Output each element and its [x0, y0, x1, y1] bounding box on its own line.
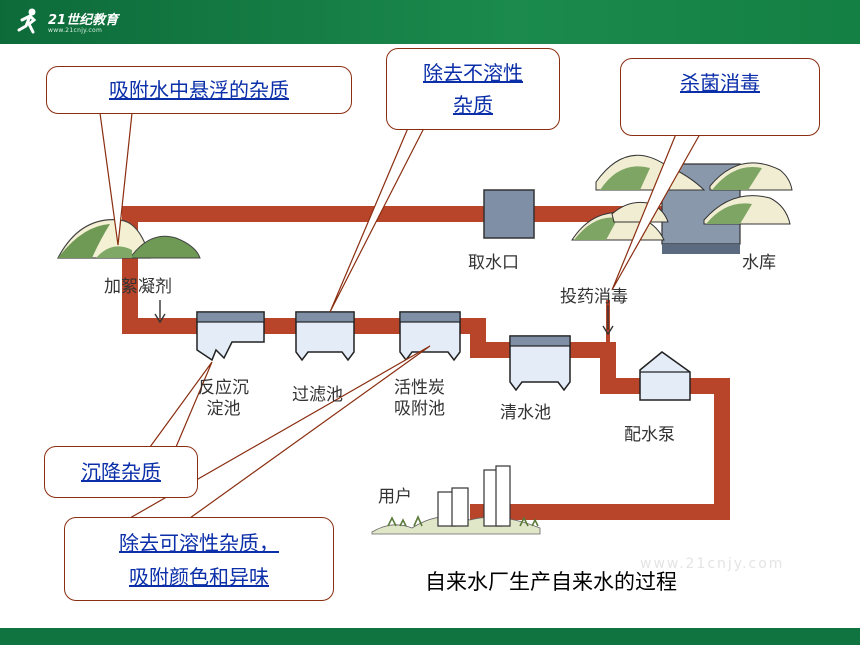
disinfect-label: 投药消毒	[560, 287, 628, 307]
callout-remove-insoluble-line1: 除去不溶性	[423, 61, 523, 85]
pointer-settle	[149, 361, 213, 448]
carbon-label: 活性炭 吸附池	[394, 378, 445, 420]
clear-water-tank	[509, 335, 571, 392]
callout-remove-insoluble-line2: 杂质	[453, 93, 493, 117]
carbon-tank	[399, 311, 461, 362]
filter-label: 过滤池	[292, 385, 343, 405]
user-buildings	[371, 465, 541, 535]
header-bar: 21世纪教育 www.21cnjy.com	[0, 0, 860, 44]
sedimentation-label-line1: 反应沉	[198, 378, 249, 398]
pump-label: 配水泵	[624, 425, 675, 445]
users-label: 用户	[378, 487, 412, 507]
footer-bar	[0, 628, 860, 645]
disinfect-arrow	[602, 305, 614, 336]
callout-settle-text: 沉降杂质	[81, 460, 161, 484]
clear-water-label: 清水池	[500, 403, 551, 423]
reservoir-label: 水库	[742, 253, 776, 273]
callout-adsorb-suspended: 吸附水中悬浮的杂质	[46, 66, 352, 114]
callout-pointers	[99, 112, 701, 519]
pump-house	[639, 351, 691, 401]
sedimentation-label-line2: 淀池	[206, 399, 241, 419]
intake-box	[483, 189, 535, 239]
pointer-adsorb-suspended	[99, 112, 133, 246]
intake-label: 取水口	[468, 253, 519, 273]
logo-text: 21世纪教育	[48, 13, 119, 28]
callout-sterilize: 杀菌消毒	[620, 58, 820, 136]
pointer-remove-insoluble	[329, 127, 425, 313]
callout-adsorb-suspended-text: 吸附水中悬浮的杂质	[109, 78, 289, 102]
reservoir	[571, 154, 793, 254]
coagulant-arrow	[154, 300, 166, 324]
pointer-sterilize	[611, 133, 701, 291]
callout-remove-soluble-line1: 除去可溶性杂质，	[119, 531, 279, 555]
carbon-label-line2: 吸附池	[394, 399, 445, 419]
sedimentation-tank	[196, 311, 265, 362]
sedimentation-label: 反应沉 淀池	[198, 378, 249, 420]
callout-remove-insoluble: 除去不溶性 杂质	[386, 48, 560, 130]
left-hills	[57, 219, 201, 259]
coagulant-label: 加絮凝剂	[104, 277, 172, 297]
pointer-remove-soluble	[129, 345, 431, 519]
runner-icon	[17, 8, 37, 34]
site-logo[interactable]: 21世纪教育 www.21cnjy.com	[14, 6, 124, 40]
callout-settle: 沉降杂质	[44, 446, 198, 498]
diagram-caption: 自来水厂生产自来水的过程	[425, 570, 677, 594]
pipe-to-clear-water	[460, 318, 512, 358]
pipe-to-users	[470, 378, 730, 520]
pipe-to-pump	[570, 342, 640, 394]
callout-remove-soluble: 除去可溶性杂质， 吸附颜色和异味	[64, 517, 334, 601]
logo-url: www.21cnjy.com	[48, 27, 103, 34]
callout-sterilize-text: 杀菌消毒	[680, 71, 760, 95]
pipe-to-sedimentation	[122, 246, 205, 334]
callout-remove-soluble-line2: 吸附颜色和异味	[129, 565, 269, 589]
watermark: www.21cnjy.com	[640, 556, 785, 572]
filter-tank	[295, 311, 355, 362]
carbon-label-line1: 活性炭	[394, 378, 445, 398]
